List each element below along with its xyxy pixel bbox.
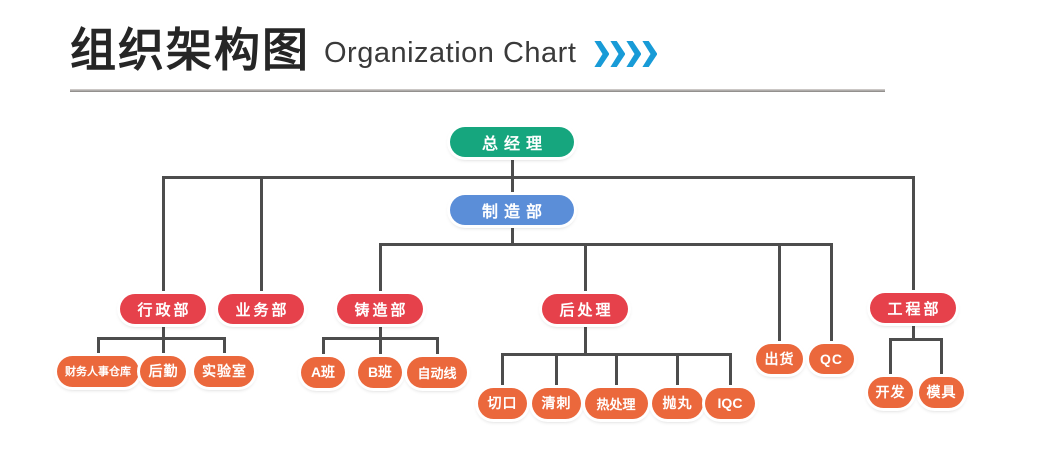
- connector-line-vertical: [222, 336, 226, 358]
- connector-line-vertical: [888, 337, 892, 379]
- org-node-laboratory: 实验室: [194, 355, 254, 387]
- org-node-post-processing: 后处理: [542, 294, 628, 324]
- connector-line-vertical: [583, 322, 587, 356]
- connector-line-vertical: [777, 242, 781, 346]
- org-node-casting-dept: 铸造部: [337, 294, 423, 324]
- org-node-mold: 模具: [918, 376, 964, 408]
- connector-line-horizontal: [321, 336, 439, 340]
- page-title: 组织架构图: [70, 24, 310, 76]
- org-node-admin-dept: 行政部: [120, 294, 206, 324]
- connector-line-vertical: [939, 337, 943, 379]
- org-node-deburring: 清刺: [531, 387, 581, 419]
- org-node-shot-blasting: 抛丸: [651, 387, 703, 419]
- org-node-cutting: 切口: [477, 387, 527, 419]
- connector-line-vertical: [161, 322, 165, 358]
- connector-line-vertical: [435, 336, 439, 359]
- connector-line-vertical: [728, 352, 732, 390]
- page-header: 组织架构图 Organization Chart: [70, 14, 658, 80]
- org-node-class-b: B班: [358, 356, 402, 388]
- connector-line-vertical: [378, 242, 382, 296]
- connector-line-vertical: [911, 175, 915, 295]
- connector-line-vertical: [161, 175, 165, 296]
- connector-line-vertical: [675, 352, 679, 390]
- connector-line-vertical: [500, 352, 504, 390]
- org-node-logistics: 后勤: [140, 355, 186, 387]
- connector-line-horizontal: [888, 337, 943, 341]
- org-node-shipping: 出货: [755, 344, 803, 374]
- connector-line-vertical: [321, 336, 325, 359]
- header-divider: [70, 89, 885, 92]
- org-node-sales-dept: 业务部: [218, 294, 304, 324]
- connector-line-vertical: [510, 223, 514, 246]
- org-node-engineering-dept: 工程部: [870, 293, 956, 323]
- connector-line-vertical: [583, 242, 587, 296]
- connector-line-vertical: [259, 175, 263, 296]
- org-node-qc: QC: [808, 344, 854, 374]
- connector-line-vertical: [510, 175, 514, 197]
- org-node-manufacturing-dept: 制造部: [450, 195, 574, 225]
- org-node-general-manager: 总经理: [450, 127, 574, 157]
- org-node-development: 开发: [867, 376, 913, 408]
- page-subtitle: Organization Chart: [324, 36, 577, 69]
- connector-line-vertical: [911, 321, 915, 341]
- connector-line-vertical: [829, 242, 833, 346]
- connector-line-horizontal: [161, 175, 915, 179]
- connector-line-vertical: [510, 155, 514, 179]
- org-node-iqc: IQC: [705, 387, 755, 419]
- chevron-right-icons: [594, 41, 658, 67]
- connector-line-horizontal: [96, 336, 226, 340]
- org-node-auto-line: 自动线: [407, 356, 467, 388]
- org-node-heat-treatment: 热处理: [584, 387, 648, 419]
- connector-line-horizontal: [378, 242, 833, 246]
- org-node-finance-hr-warehouse: 财务人事仓库: [57, 355, 139, 387]
- connector-line-vertical: [554, 352, 558, 390]
- connector-line-vertical: [378, 322, 382, 359]
- connector-line-vertical: [614, 352, 618, 390]
- org-node-class-a: A班: [301, 356, 345, 388]
- connector-line-vertical: [96, 336, 100, 358]
